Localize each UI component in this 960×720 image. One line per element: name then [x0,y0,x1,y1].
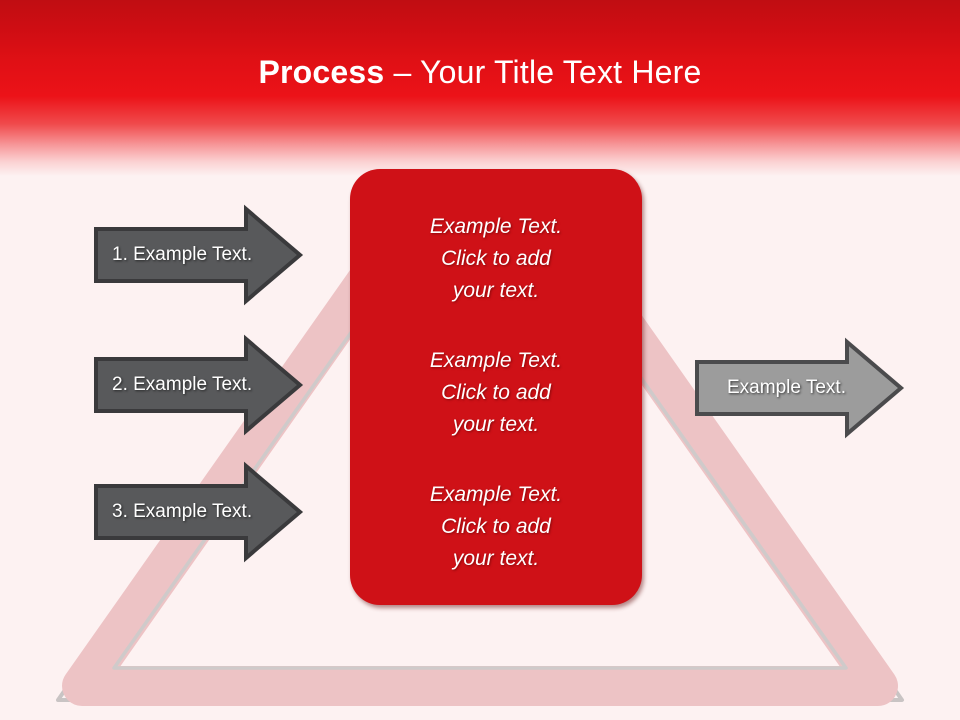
triangle-inner-outline-path [112,148,848,670]
header-band [0,0,960,176]
arrow-right-shape-icon [94,334,304,436]
output-arrow[interactable]: Example Text. [695,337,905,439]
page-title-bold: Process [258,54,385,90]
page-title: Process – Your Title Text Here [0,52,960,92]
arrow-right-shape-icon [94,461,304,563]
center-content-box[interactable]: Example Text. Click to add your text. Ex… [350,169,642,605]
input-arrow-1[interactable]: 1. Example Text. [94,204,304,306]
center-text-block-1[interactable]: Example Text. Click to add your text. [429,215,563,302]
center-content-box-inner: Example Text. Click to add your text. Ex… [350,169,642,605]
input-arrow-2[interactable]: 2. Example Text. [94,334,304,436]
center-text-block-2[interactable]: Example Text. Click to add your text. [429,349,563,436]
arrow-right-shape-icon [94,204,304,306]
center-text-block-3[interactable]: Example Text. Click to add your text. [429,483,563,570]
arrow-right-shape-icon [695,337,905,439]
page-title-rest: – Your Title Text Here [384,54,702,90]
input-arrow-3[interactable]: 3. Example Text. [94,461,304,563]
